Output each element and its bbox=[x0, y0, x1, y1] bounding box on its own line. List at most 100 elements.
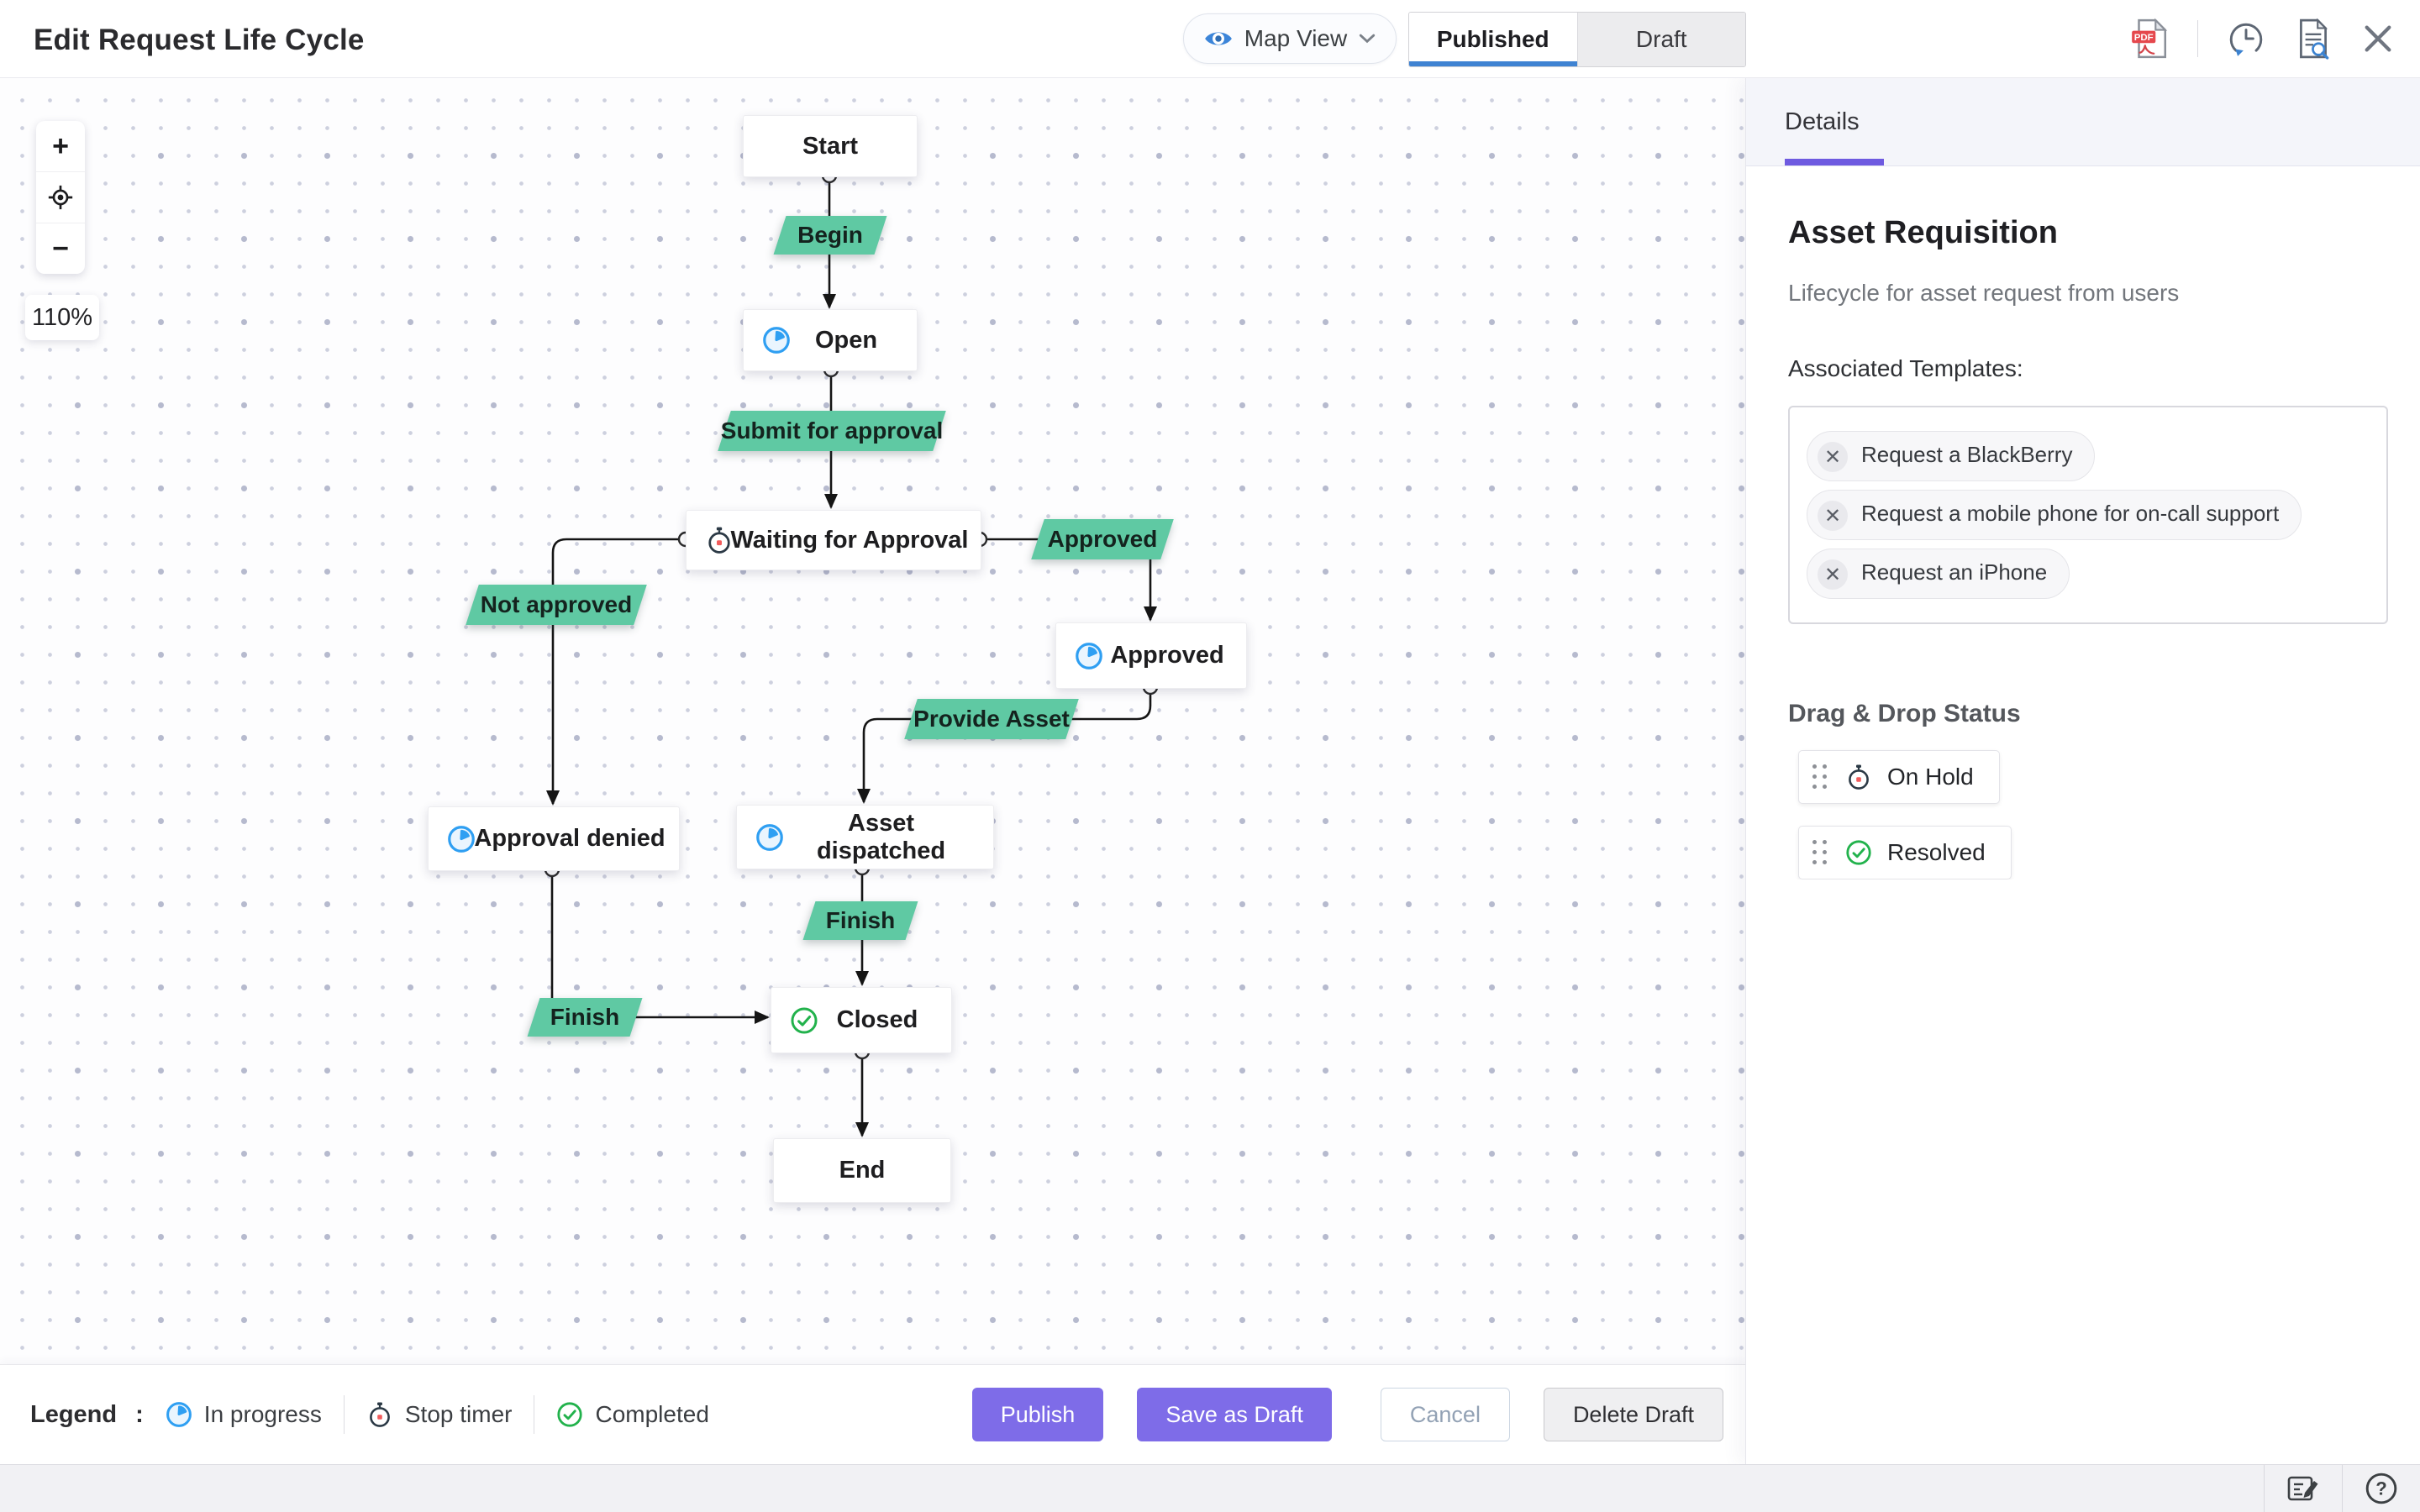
legend-item-label: Stop timer bbox=[404, 1401, 513, 1427]
header-icons: PDF bbox=[2130, 0, 2395, 77]
chevron-down-icon bbox=[1358, 33, 1376, 45]
delete-draft-button[interactable]: Delete Draft bbox=[1543, 1388, 1723, 1441]
cancel-button[interactable]: Cancel bbox=[1380, 1388, 1510, 1441]
node-end[interactable]: End bbox=[773, 1138, 951, 1203]
template-chip: ✕ Request an iPhone bbox=[1807, 549, 2070, 599]
legend: Legend : In progress Stop timer Completed bbox=[30, 1395, 709, 1434]
map-view-label: Map View bbox=[1244, 25, 1348, 51]
node-closed[interactable]: Closed bbox=[771, 987, 952, 1053]
node-label: Waiting for Approval bbox=[730, 526, 969, 554]
node-waiting-for-approval[interactable]: Waiting for Approval bbox=[686, 510, 981, 570]
stop-timer-icon bbox=[705, 526, 734, 554]
legend-item: In progress bbox=[166, 1401, 322, 1428]
footer: ? bbox=[0, 1464, 2420, 1512]
svg-text:?: ? bbox=[2375, 1478, 2386, 1499]
transition-label-text: Provide Asset bbox=[913, 706, 1070, 732]
eye-icon bbox=[1203, 28, 1234, 50]
map-view-dropdown[interactable]: Map View bbox=[1183, 13, 1397, 64]
tab-draft[interactable]: Draft bbox=[1576, 13, 1745, 66]
divider bbox=[2197, 20, 2198, 57]
status-label: On Hold bbox=[1887, 764, 1974, 790]
zoom-level: 110% bbox=[25, 295, 99, 340]
remove-template-icon[interactable]: ✕ bbox=[1818, 559, 1848, 590]
publish-button[interactable]: Publish bbox=[971, 1388, 1104, 1441]
page-title: Edit Request Life Cycle bbox=[34, 24, 365, 56]
help-icon[interactable]: ? bbox=[2342, 1465, 2420, 1512]
audit-document-icon[interactable] bbox=[2294, 18, 2333, 60]
feedback-icon[interactable] bbox=[2264, 1465, 2342, 1512]
associated-templates-box: ✕ Request a BlackBerry ✕ Request a mobile p… bbox=[1788, 406, 2388, 624]
node-label: End bbox=[839, 1157, 886, 1184]
node-label: Asset dispatched bbox=[816, 809, 946, 864]
template-chip-label: Request a mobile phone for on-call suppo… bbox=[1861, 501, 2280, 526]
transition-label[interactable]: Finish bbox=[802, 901, 918, 940]
node-start[interactable]: Start bbox=[743, 115, 918, 177]
zoom-in-button[interactable]: + bbox=[52, 129, 69, 162]
legend-item-label: In progress bbox=[203, 1401, 322, 1427]
transition-label[interactable]: Begin bbox=[773, 216, 887, 255]
completed-icon bbox=[1845, 839, 1872, 866]
draggable-status-on-hold[interactable]: On Hold bbox=[1798, 750, 2000, 804]
center-view-button[interactable] bbox=[36, 171, 85, 223]
draggable-status-resolved[interactable]: Resolved bbox=[1798, 826, 2012, 879]
transition-label-text: Not approved bbox=[480, 591, 633, 617]
details-panel-tabs: Details bbox=[1746, 78, 2420, 166]
in-progress-icon bbox=[1075, 642, 1103, 670]
template-chip: ✕ Request a BlackBerry bbox=[1807, 431, 2096, 481]
stop-timer-icon bbox=[366, 1401, 393, 1428]
transition-label-text: Approved bbox=[1047, 526, 1158, 552]
tab-published[interactable]: Published bbox=[1409, 13, 1577, 66]
status-label: Resolved bbox=[1887, 839, 1986, 865]
legend-colon: : bbox=[135, 1400, 144, 1428]
node-open[interactable]: Open bbox=[743, 309, 918, 371]
node-label: Approval denied bbox=[474, 825, 666, 852]
close-icon[interactable] bbox=[2361, 22, 2395, 55]
template-chip-label: Request a BlackBerry bbox=[1861, 442, 2073, 467]
legend-divider bbox=[343, 1395, 345, 1434]
legend-title: Legend bbox=[30, 1400, 118, 1428]
tab-details[interactable]: Details bbox=[1785, 78, 1884, 165]
stop-timer-icon bbox=[1845, 764, 1872, 790]
drag-handle-icon[interactable] bbox=[1812, 839, 1828, 866]
transition-label[interactable]: Not approved bbox=[466, 585, 647, 625]
transition-label-text: Finish bbox=[825, 907, 896, 933]
template-chip: ✕ Request a mobile phone for on-call supp… bbox=[1807, 490, 2302, 540]
node-approved[interactable]: Approved bbox=[1055, 622, 1247, 689]
in-progress-icon bbox=[166, 1401, 192, 1428]
zoom-out-button[interactable]: − bbox=[36, 223, 85, 274]
transition-label-text: Finish bbox=[550, 1004, 620, 1030]
zoom-controls: + − bbox=[36, 121, 85, 274]
save-as-draft-button[interactable]: Save as Draft bbox=[1137, 1388, 1332, 1441]
node-label: Approved bbox=[1110, 642, 1224, 669]
in-progress-icon bbox=[447, 825, 476, 853]
flow-edge[interactable] bbox=[550, 876, 770, 1024]
transition-label[interactable]: Approved bbox=[1031, 519, 1174, 559]
completed-icon bbox=[790, 1006, 818, 1035]
lifecycle-title: Asset Requisition bbox=[1788, 215, 2058, 250]
history-icon[interactable] bbox=[2227, 19, 2265, 58]
transition-label[interactable]: Submit for approval bbox=[718, 411, 946, 451]
remove-template-icon[interactable]: ✕ bbox=[1818, 501, 1848, 531]
action-buttons: Publish Save as Draft Cancel Delete Draf… bbox=[971, 1388, 1723, 1441]
legend-item: Stop timer bbox=[366, 1401, 513, 1428]
legend-item-label: Completed bbox=[595, 1401, 709, 1427]
transition-label[interactable]: Provide Asset bbox=[904, 699, 1079, 739]
flow-edge[interactable] bbox=[546, 538, 679, 806]
remove-template-icon[interactable]: ✕ bbox=[1818, 442, 1848, 472]
template-chip-label: Request an iPhone bbox=[1861, 559, 2048, 585]
transition-label[interactable]: Finish bbox=[527, 998, 643, 1037]
export-pdf-icon[interactable]: PDF bbox=[2130, 18, 2169, 60]
associated-templates-label: Associated Templates: bbox=[1788, 355, 2023, 381]
node-label: Open bbox=[814, 326, 878, 354]
header: Edit Request Life Cycle Map View Publish… bbox=[0, 0, 2420, 78]
completed-icon bbox=[556, 1401, 583, 1428]
published-draft-switch: Published Draft bbox=[1408, 12, 1746, 67]
node-label: Start bbox=[802, 132, 859, 160]
node-approval-denied[interactable]: Approval denied bbox=[428, 806, 680, 871]
node-asset-dispatched[interactable]: Asset dispatched bbox=[736, 805, 994, 869]
drag-handle-icon[interactable] bbox=[1812, 764, 1828, 790]
